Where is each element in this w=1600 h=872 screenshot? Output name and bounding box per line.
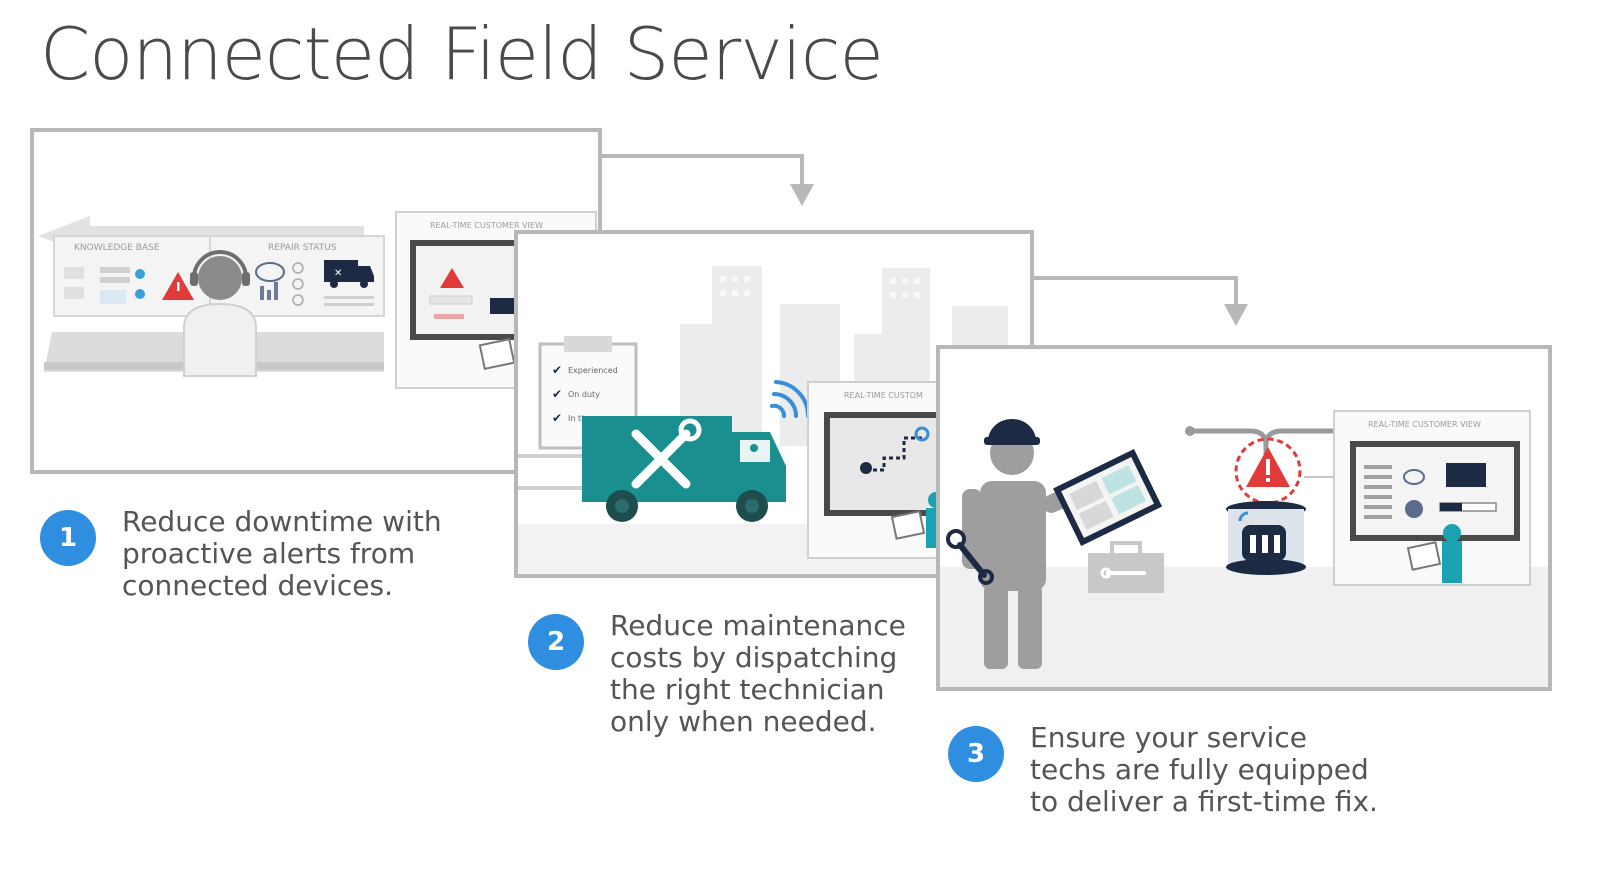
map-route-icon: [860, 426, 930, 474]
panel-first-time-fix: REAL-TIME CUSTOMER VIEW: [936, 345, 1552, 691]
customer-view-label-2: REAL-TIME CUSTOM: [844, 391, 923, 400]
customer-view-label: REAL-TIME CUSTOMER VIEW: [430, 221, 543, 230]
customer-view-label-3: REAL-TIME CUSTOMER VIEW: [1368, 420, 1481, 429]
cloud-icon: [255, 262, 285, 300]
truck-icon: ✕: [324, 260, 374, 288]
step-2-text: Reduce maintenance costs by dispatching …: [610, 609, 906, 738]
step-3: 3 Ensure your service techs are fully eq…: [948, 722, 1378, 818]
step-1-badge: 1: [40, 510, 96, 566]
repair-status-label: REPAIR STATUS: [268, 243, 337, 253]
panel-proactive-alerts: KNOWLEDGE BASE REPAIR STATUS: [30, 128, 602, 474]
step-3-text: Ensure your service techs are fully equi…: [1030, 721, 1378, 818]
panel3-illustration: REAL-TIME CUSTOMER VIEW: [940, 410, 1548, 687]
alert-triangle-icon: [162, 272, 194, 300]
alert-triangle-icon: [1234, 437, 1302, 505]
wrench-icon: [946, 529, 994, 585]
step-2-badge: 2: [528, 614, 584, 670]
step-2: 2 Reduce maintenance costs by dispatchin…: [528, 610, 908, 738]
headset-agent-icon: [183, 250, 257, 377]
hard-hat-icon: [984, 419, 1040, 445]
step-1: 1 Reduce downtime with proactive alerts …: [40, 506, 460, 602]
step-3-badge: 3: [948, 726, 1004, 782]
checklist-item-experienced: Experienced: [568, 366, 618, 375]
wrench-screwdriver-icon: [631, 418, 702, 489]
connected-device-icon: [1226, 501, 1306, 575]
checklist-item-on-duty: On duty: [568, 390, 600, 399]
knowledge-base-label: KNOWLEDGE BASE: [74, 243, 160, 253]
page-title: Connected Field Service: [40, 12, 884, 96]
toolbox-icon: [1088, 541, 1164, 593]
connector-arrow-2-3: [1032, 276, 1248, 326]
svg-text:✔: ✔: [552, 411, 562, 425]
svg-text:✔: ✔: [552, 363, 562, 377]
tablet-icon: [1053, 448, 1163, 546]
connector-arrow-1-2: [600, 154, 814, 206]
svg-text:✔: ✔: [552, 387, 562, 401]
svg-text:✕: ✕: [334, 268, 342, 279]
step-1-text: Reduce downtime with proactive alerts fr…: [122, 505, 442, 602]
